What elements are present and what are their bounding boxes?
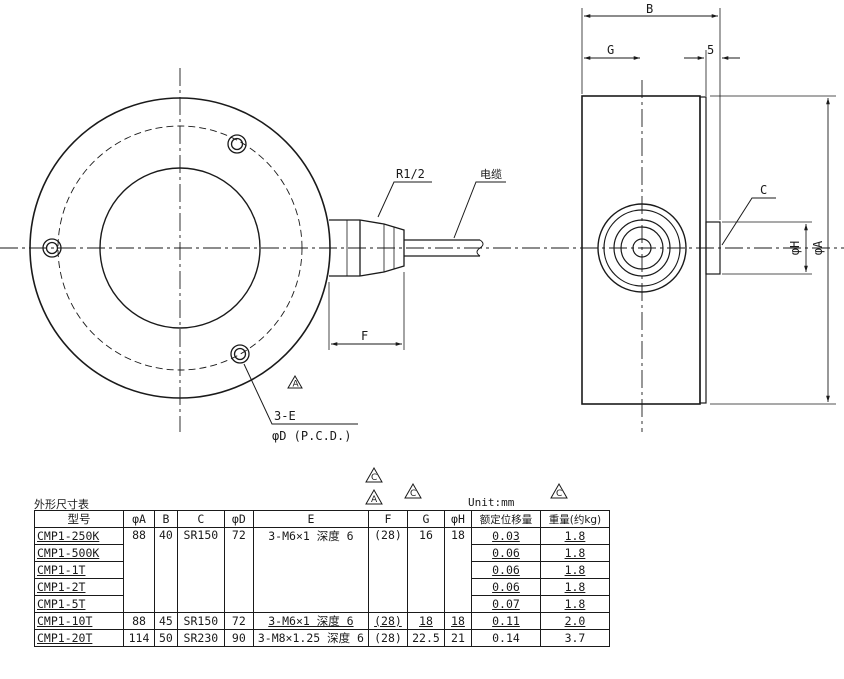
table-row: CMP1-250K 88 40 SR150 72 3-M6×1 深度 6 (28… xyxy=(34,527,610,613)
rev-mark-g: C xyxy=(410,489,416,499)
unit-label: Unit:mm xyxy=(468,496,515,509)
label-c: C xyxy=(760,183,767,197)
bolt-hole xyxy=(227,134,247,154)
side-view xyxy=(581,8,836,432)
dimension-table: 型号 φA B C φD E F G φH 额定位移量 重量(约kg) CMP1… xyxy=(34,510,610,647)
cell-weight: 3.7 xyxy=(539,629,610,647)
inner-bore xyxy=(99,167,261,329)
rev-mark-f-top: C xyxy=(371,473,377,483)
cell-model: CMP1-10T xyxy=(34,612,124,630)
cell-model: CMP1-250K xyxy=(34,527,124,545)
cell-weight: 1.8 xyxy=(539,561,610,579)
header-a: φA xyxy=(123,510,155,528)
bolt-hole xyxy=(42,238,62,258)
table-row: CMP1-20T 114 50 SR230 90 3-M8×1.25 深度 6 … xyxy=(34,629,610,647)
cell-disp: 0.06 xyxy=(470,578,541,596)
table-title: 外形尺寸表 xyxy=(34,498,89,511)
revision-mark-a: A xyxy=(293,380,300,390)
cell-d: 72 xyxy=(223,527,254,613)
cable-connector xyxy=(329,219,405,277)
header-e: E xyxy=(252,510,369,528)
cell-disp: 0.06 xyxy=(470,544,541,562)
dim-label-g: G xyxy=(607,43,614,57)
dim-label-a: φA xyxy=(811,240,825,255)
pcd-circle xyxy=(57,125,303,371)
dim-label-5: 5 xyxy=(707,43,714,57)
header-c: C xyxy=(176,510,225,528)
cell-weight: 1.8 xyxy=(539,527,610,545)
cell-c: SR230 xyxy=(176,629,225,647)
cell-b: 45 xyxy=(154,612,178,630)
header-g: G xyxy=(406,510,445,528)
cable xyxy=(404,239,484,257)
cell-weight: 1.8 xyxy=(539,578,610,596)
cell-h: 21 xyxy=(443,629,472,647)
header-model: 型号 xyxy=(34,510,124,528)
label-r12: R1/2 xyxy=(396,167,425,181)
cell-d: 90 xyxy=(223,629,254,647)
cell-disp: 0.07 xyxy=(470,595,541,613)
cell-e: 3-M6×1 深度 6 xyxy=(252,527,369,613)
cell-a: 88 xyxy=(123,527,155,613)
cell-c: SR150 xyxy=(176,612,225,630)
cell-model: CMP1-5T xyxy=(34,595,124,613)
cell-disp: 0.11 xyxy=(470,612,541,630)
dim-label-b: B xyxy=(646,2,653,16)
cell-f: (28) xyxy=(367,612,408,630)
body-side xyxy=(581,95,701,405)
header-weight: 重量(约kg) xyxy=(539,510,610,528)
cell-b: 50 xyxy=(154,629,178,647)
table-header-row: 型号 φA B C φD E F G φH 额定位移量 重量(约kg) xyxy=(34,510,610,528)
cell-f: (28) xyxy=(367,527,408,613)
cell-a: 88 xyxy=(123,612,155,630)
header-f: F xyxy=(367,510,408,528)
label-pcd: φD (P.C.D.) xyxy=(272,429,351,443)
cell-c: SR150 xyxy=(176,527,225,613)
cell-a: 114 xyxy=(123,629,155,647)
cell-e: 3-M8×1.25 深度 6 xyxy=(252,629,369,647)
cell-d: 72 xyxy=(223,612,254,630)
cell-b: 40 xyxy=(154,527,178,613)
dim-label-h: φH xyxy=(788,241,802,255)
cell-h: 18 xyxy=(443,527,472,613)
bolt-hole xyxy=(230,344,250,364)
table-row: CMP1-2T 0.06 1.8 xyxy=(34,578,610,596)
outer-circle xyxy=(29,97,331,399)
cell-h: 18 xyxy=(443,612,472,630)
cell-weight: 1.8 xyxy=(539,595,610,613)
rev-mark-weight: C xyxy=(556,489,562,499)
cell-model: CMP1-20T xyxy=(34,629,124,647)
table-row: CMP1-500K 0.06 1.8 xyxy=(34,544,610,562)
rev-mark-f-bottom: A xyxy=(371,495,378,505)
cell-g: 22.5 xyxy=(406,629,445,647)
front-view xyxy=(0,68,844,432)
header-b: B xyxy=(154,510,178,528)
cell-model: CMP1-2T xyxy=(34,578,124,596)
header-disp: 额定位移量 xyxy=(470,510,541,528)
table-row: CMP1-5T 0.07 1.8 xyxy=(34,595,610,613)
cell-model: CMP1-1T xyxy=(34,561,124,579)
cell-e: 3-M6×1 深度 6 xyxy=(252,612,369,630)
cell-model: CMP1-500K xyxy=(34,544,124,562)
cell-weight: 1.8 xyxy=(539,544,610,562)
cell-f: (28) xyxy=(367,629,408,647)
cell-disp: 0.14 xyxy=(470,629,541,647)
cell-g: 16 xyxy=(406,527,445,613)
cell-g: 18 xyxy=(406,612,445,630)
cell-disp: 0.06 xyxy=(470,561,541,579)
header-h: φH xyxy=(443,510,472,528)
table-row: CMP1-1T 0.06 1.8 xyxy=(34,561,610,579)
table-row: CMP1-10T 88 45 SR150 72 3-M6×1 深度 6 (28)… xyxy=(34,612,610,630)
revision-marks: C A C C xyxy=(365,466,568,505)
cell-disp: 0.03 xyxy=(470,527,541,545)
label-cable: 电缆 xyxy=(480,168,502,181)
technical-drawing: B G 5 R1/2 电缆 C F 3-E φD (P.C.D.) A φH φ… xyxy=(0,2,844,443)
dim-label-f: F xyxy=(361,329,368,343)
cell-weight: 2.0 xyxy=(539,612,610,630)
header-d: φD xyxy=(223,510,254,528)
label-3e: 3-E xyxy=(274,409,296,423)
